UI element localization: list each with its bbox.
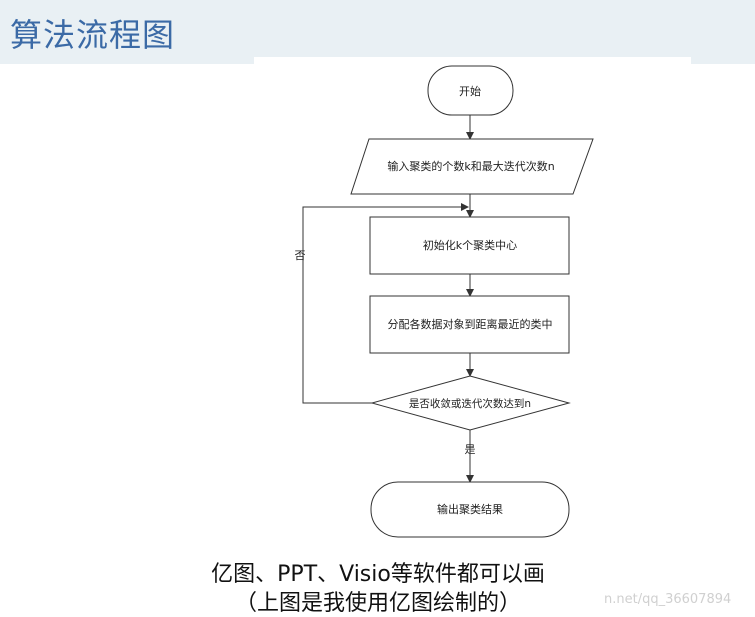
start-node [427, 65, 514, 116]
output-label: 输出聚类结果 [437, 502, 503, 516]
caption-line-1: 亿图、PPT、Visio等软件都可以画 [211, 562, 545, 587]
init-node [369, 216, 570, 275]
watermark: n.net/qq_36607894 [604, 592, 732, 607]
init-label: 初始化k个聚类中心 [423, 238, 517, 252]
page-title: 算法流程图 [10, 16, 176, 54]
title-bar: 算法流程图 [0, 0, 755, 64]
connectors [302, 115, 474, 483]
loop-back-line [302, 203, 469, 404]
input-node [350, 138, 594, 195]
no-label: 否 [295, 249, 306, 262]
caption-line-2: （上图是我使用亿图绘制的） [234, 591, 521, 616]
yes-label: 是 [465, 443, 476, 456]
output-node [370, 481, 570, 538]
assign-node [369, 295, 570, 354]
start-label: 开始 [459, 84, 481, 98]
input-label: 输入聚类的个数k和最大迭代次数n [387, 159, 554, 173]
decision-node [370, 375, 571, 431]
decision-label: 是否收敛或迭代次数达到n [409, 397, 531, 410]
assign-label: 分配各数据对象到距离最近的类中 [388, 317, 553, 331]
